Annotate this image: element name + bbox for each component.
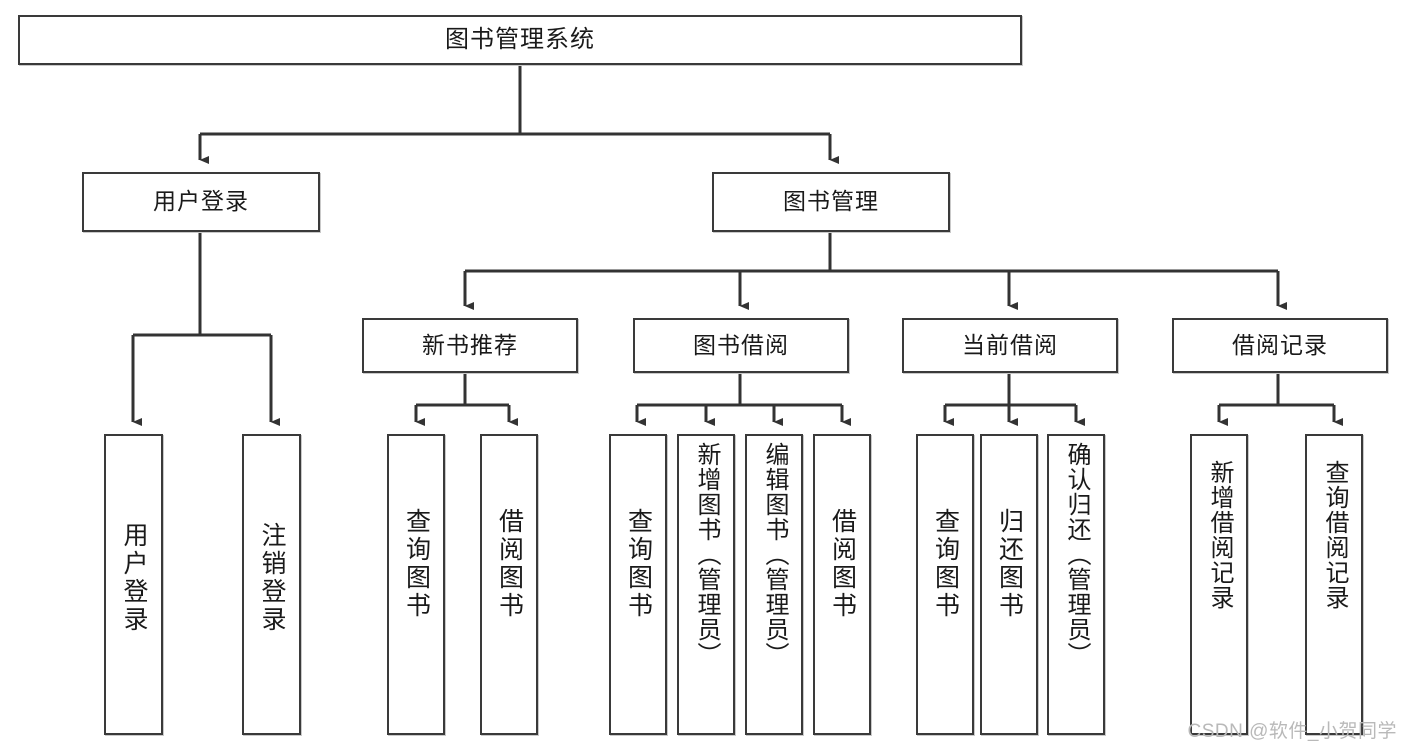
leaf-edit-book[interactable]: 编辑图书（管理员）	[745, 434, 803, 735]
node-book-borrow[interactable]: 图书借阅	[633, 318, 849, 373]
leaf-logout-login-label: 注销登录	[258, 522, 286, 634]
leaf-borrow-book-2-label: 借阅图书	[828, 508, 857, 620]
leaf-add-record-label: 新增借阅记录	[1206, 460, 1233, 610]
leaf-add-book[interactable]: 新增图书（管理员）	[677, 434, 735, 735]
leaf-edit-book-label: 编辑图书（管理员）	[761, 442, 788, 667]
leaf-add-record[interactable]: 新增借阅记录	[1190, 434, 1248, 735]
node-book-borrow-label: 图书借阅	[693, 331, 789, 358]
node-current-borrow-label: 当前借阅	[962, 331, 1058, 358]
leaf-query-book-3[interactable]: 查询图书	[916, 434, 974, 735]
leaf-query-book-2-label: 查询图书	[624, 508, 653, 620]
leaf-user-login-label: 用户登录	[120, 522, 148, 634]
leaf-query-book-1-label: 查询图书	[402, 508, 431, 620]
node-new-book-recommend[interactable]: 新书推荐	[362, 318, 578, 373]
node-book-manage-label: 图书管理	[783, 188, 879, 215]
leaf-query-record[interactable]: 查询借阅记录	[1305, 434, 1363, 735]
leaf-query-book-3-label: 查询图书	[931, 508, 960, 620]
leaf-query-book-1[interactable]: 查询图书	[387, 434, 445, 735]
watermark: CSDN @软件_小贺同学	[1187, 721, 1397, 742]
node-current-borrow[interactable]: 当前借阅	[902, 318, 1118, 373]
leaf-return-book-label: 归还图书	[995, 508, 1024, 620]
node-root-label: 图书管理系统	[445, 25, 595, 53]
leaf-query-record-label: 查询借阅记录	[1321, 460, 1348, 610]
leaf-borrow-book-1[interactable]: 借阅图书	[480, 434, 538, 735]
leaf-confirm-return[interactable]: 确认归还（管理员）	[1047, 434, 1105, 735]
node-borrow-record-label: 借阅记录	[1232, 331, 1328, 358]
node-user-login-label: 用户登录	[153, 188, 249, 215]
leaf-return-book[interactable]: 归还图书	[980, 434, 1038, 735]
node-new-book-recommend-label: 新书推荐	[422, 331, 518, 358]
leaf-logout-login[interactable]: 注销登录	[242, 434, 301, 735]
leaf-user-login[interactable]: 用户登录	[104, 434, 163, 735]
leaf-borrow-book-1-label: 借阅图书	[495, 508, 524, 620]
node-borrow-record[interactable]: 借阅记录	[1172, 318, 1388, 373]
node-book-manage[interactable]: 图书管理	[712, 172, 950, 232]
leaf-query-book-2[interactable]: 查询图书	[609, 434, 667, 735]
node-root[interactable]: 图书管理系统	[18, 15, 1022, 65]
leaf-add-book-label: 新增图书（管理员）	[693, 442, 720, 667]
leaf-confirm-return-label: 确认归还（管理员）	[1063, 442, 1090, 667]
node-user-login[interactable]: 用户登录	[82, 172, 320, 232]
leaf-borrow-book-2[interactable]: 借阅图书	[813, 434, 871, 735]
